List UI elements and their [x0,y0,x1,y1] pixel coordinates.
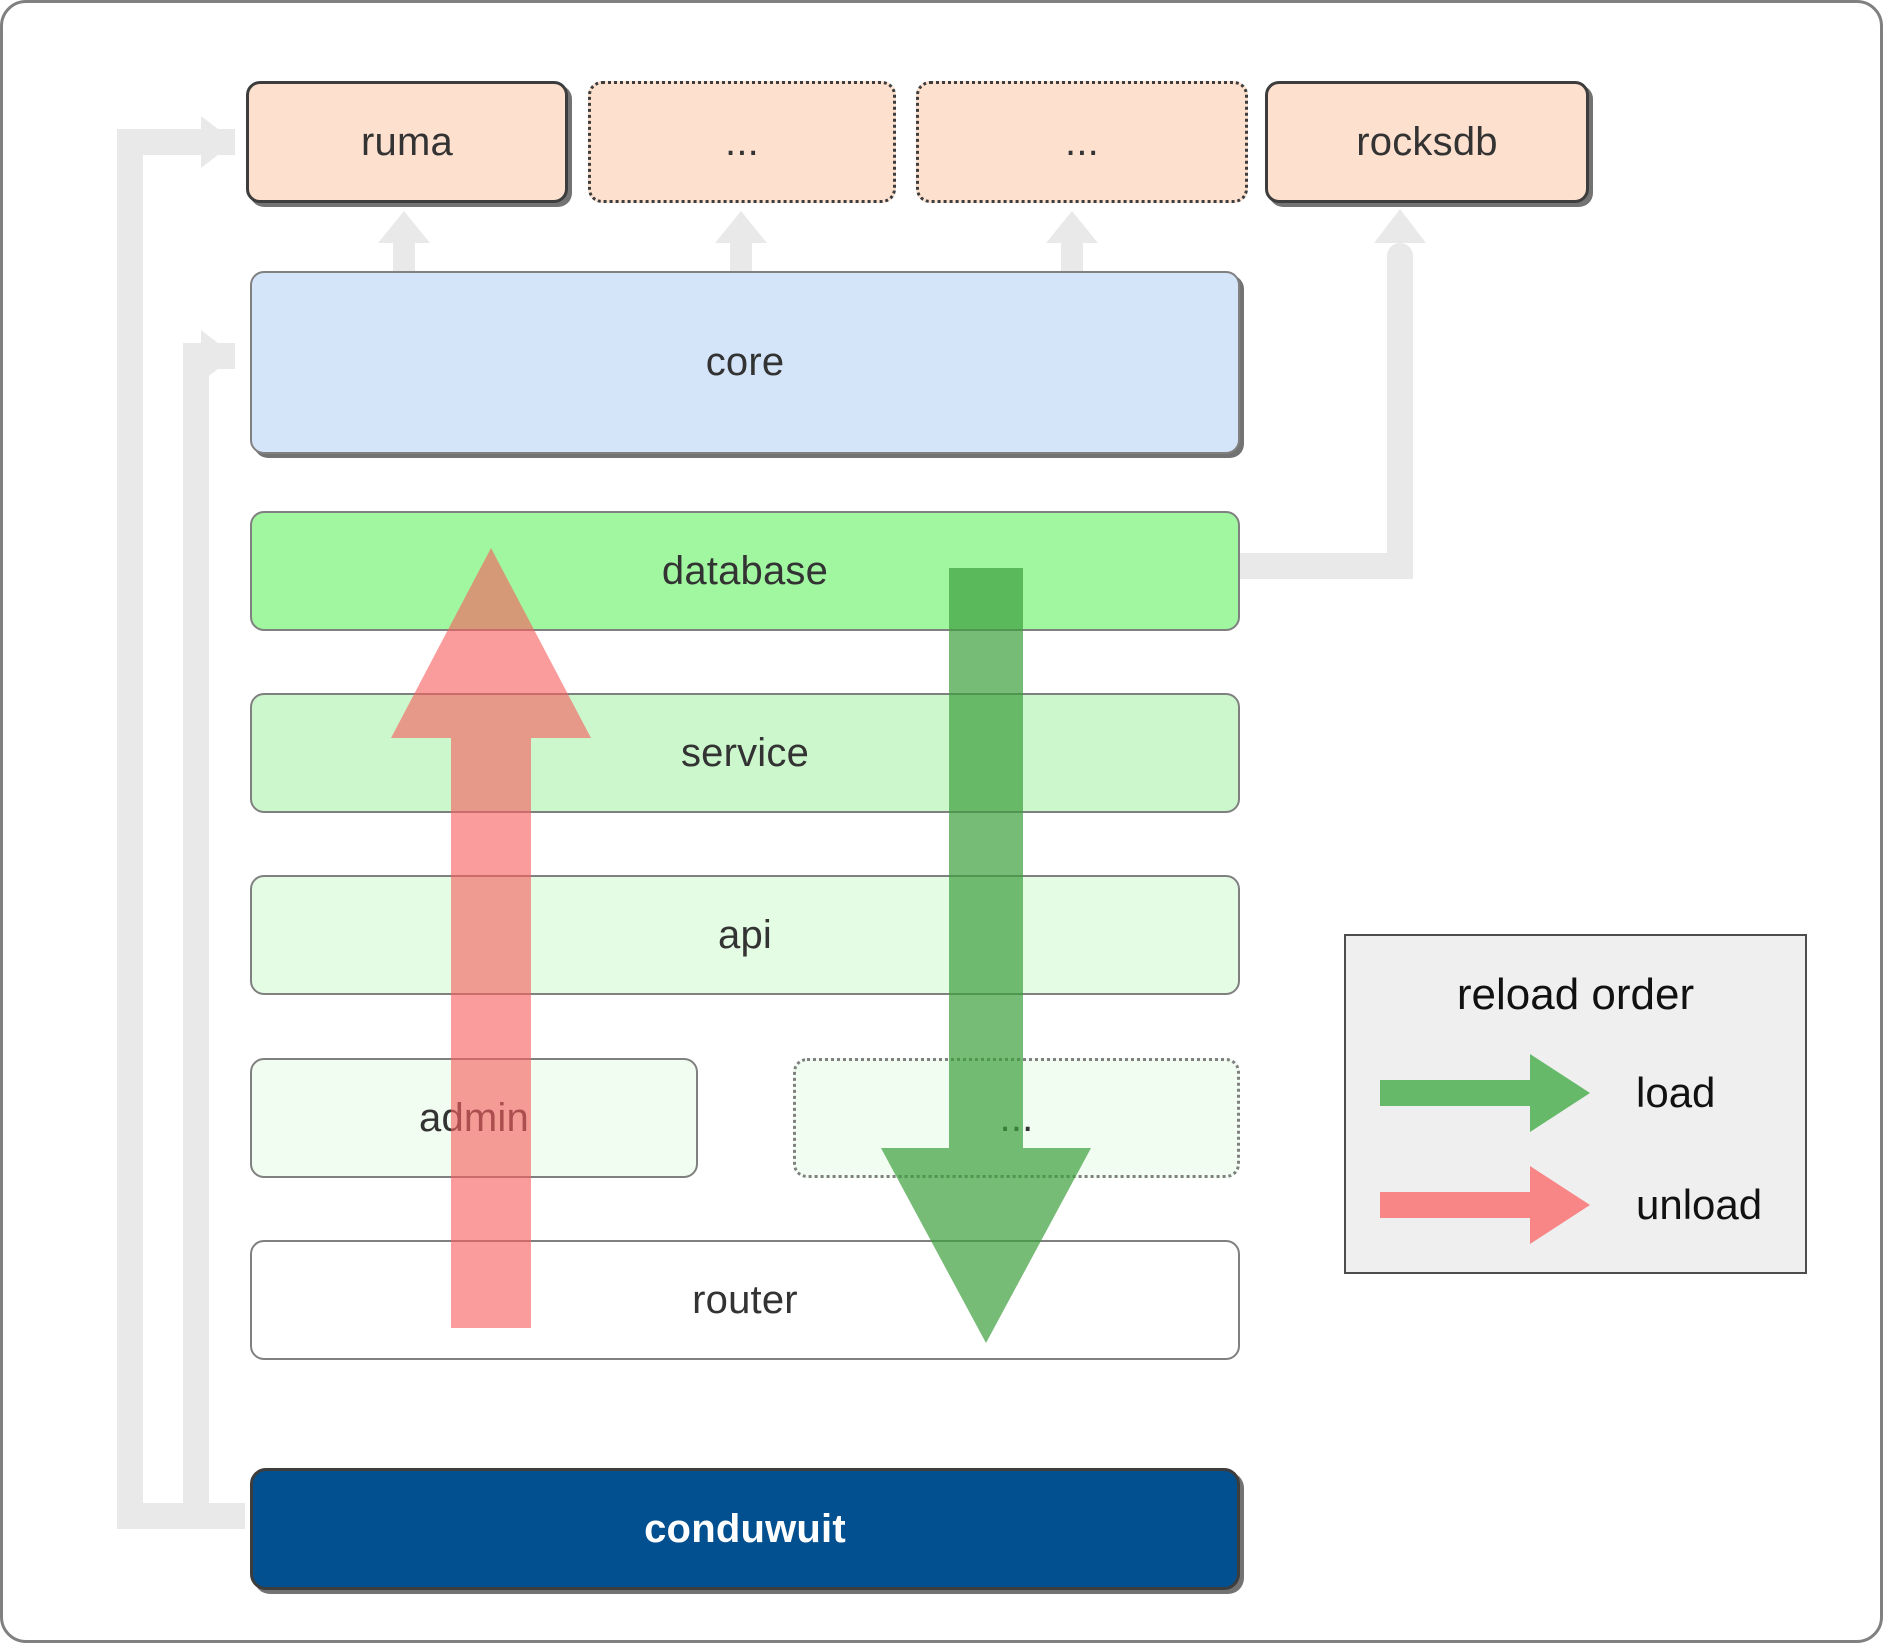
legend-unload-label: unload [1636,1181,1763,1228]
connector-database-to-rocksdb-vertical [1387,243,1413,569]
node-ext-placeholder-1-label: ... [725,119,759,164]
node-router[interactable]: router [250,1240,1240,1360]
node-ext-placeholder-2-label: ... [1065,119,1099,164]
legend-title: reload order [1456,970,1695,1019]
node-ext-placeholder-2[interactable]: ... [916,81,1248,203]
node-api-label: api [718,912,772,957]
load-arrow-icon [1380,1054,1590,1132]
node-ruma[interactable]: ruma [246,81,568,203]
node-service-label: service [680,730,810,775]
connector-ruma-arrowhead [201,116,235,168]
node-ruma-label: ruma [361,119,453,164]
connector-rocksdb-arrowhead [1374,209,1426,243]
node-ext-placeholder-1[interactable]: ... [588,81,896,203]
load-flow-arrow [881,568,1091,1343]
unload-flow-arrow [391,548,591,1328]
connector-database-to-rocksdb-horizontal [1233,553,1413,579]
connector-core-arrowhead [201,330,235,382]
legend-panel: reload order load unload [1344,934,1807,1274]
connector-conduwuit-to-ruma-vertical [117,129,143,1529]
node-rocksdb-label: rocksdb [1356,119,1498,164]
connector-core-to-ruma-arrowhead [378,211,430,243]
connector-conduwuit-to-core-vertical [183,343,209,1529]
node-api[interactable]: api [250,875,1240,995]
node-database-label: database [661,548,829,593]
legend-load-label: load [1636,1069,1716,1116]
legend-row-load: load [1346,1054,1805,1132]
node-conduwuit[interactable]: conduwuit [250,1468,1240,1590]
connector-core-to-dots1-arrowhead [715,211,767,243]
node-conduwuit-label: conduwuit [644,1506,846,1551]
node-service[interactable]: service [250,693,1240,813]
node-core[interactable]: core [250,271,1240,454]
unload-arrow-icon [1380,1166,1590,1244]
connector-conduwuit-bottom-horizontal [117,1503,245,1529]
node-router-label: router [692,1277,798,1322]
legend-row-unload: unload [1346,1166,1805,1244]
node-rocksdb[interactable]: rocksdb [1265,81,1589,203]
connector-core-to-dots2-arrowhead [1046,211,1098,243]
node-database[interactable]: database [250,511,1240,631]
node-core-label: core [705,340,785,384]
